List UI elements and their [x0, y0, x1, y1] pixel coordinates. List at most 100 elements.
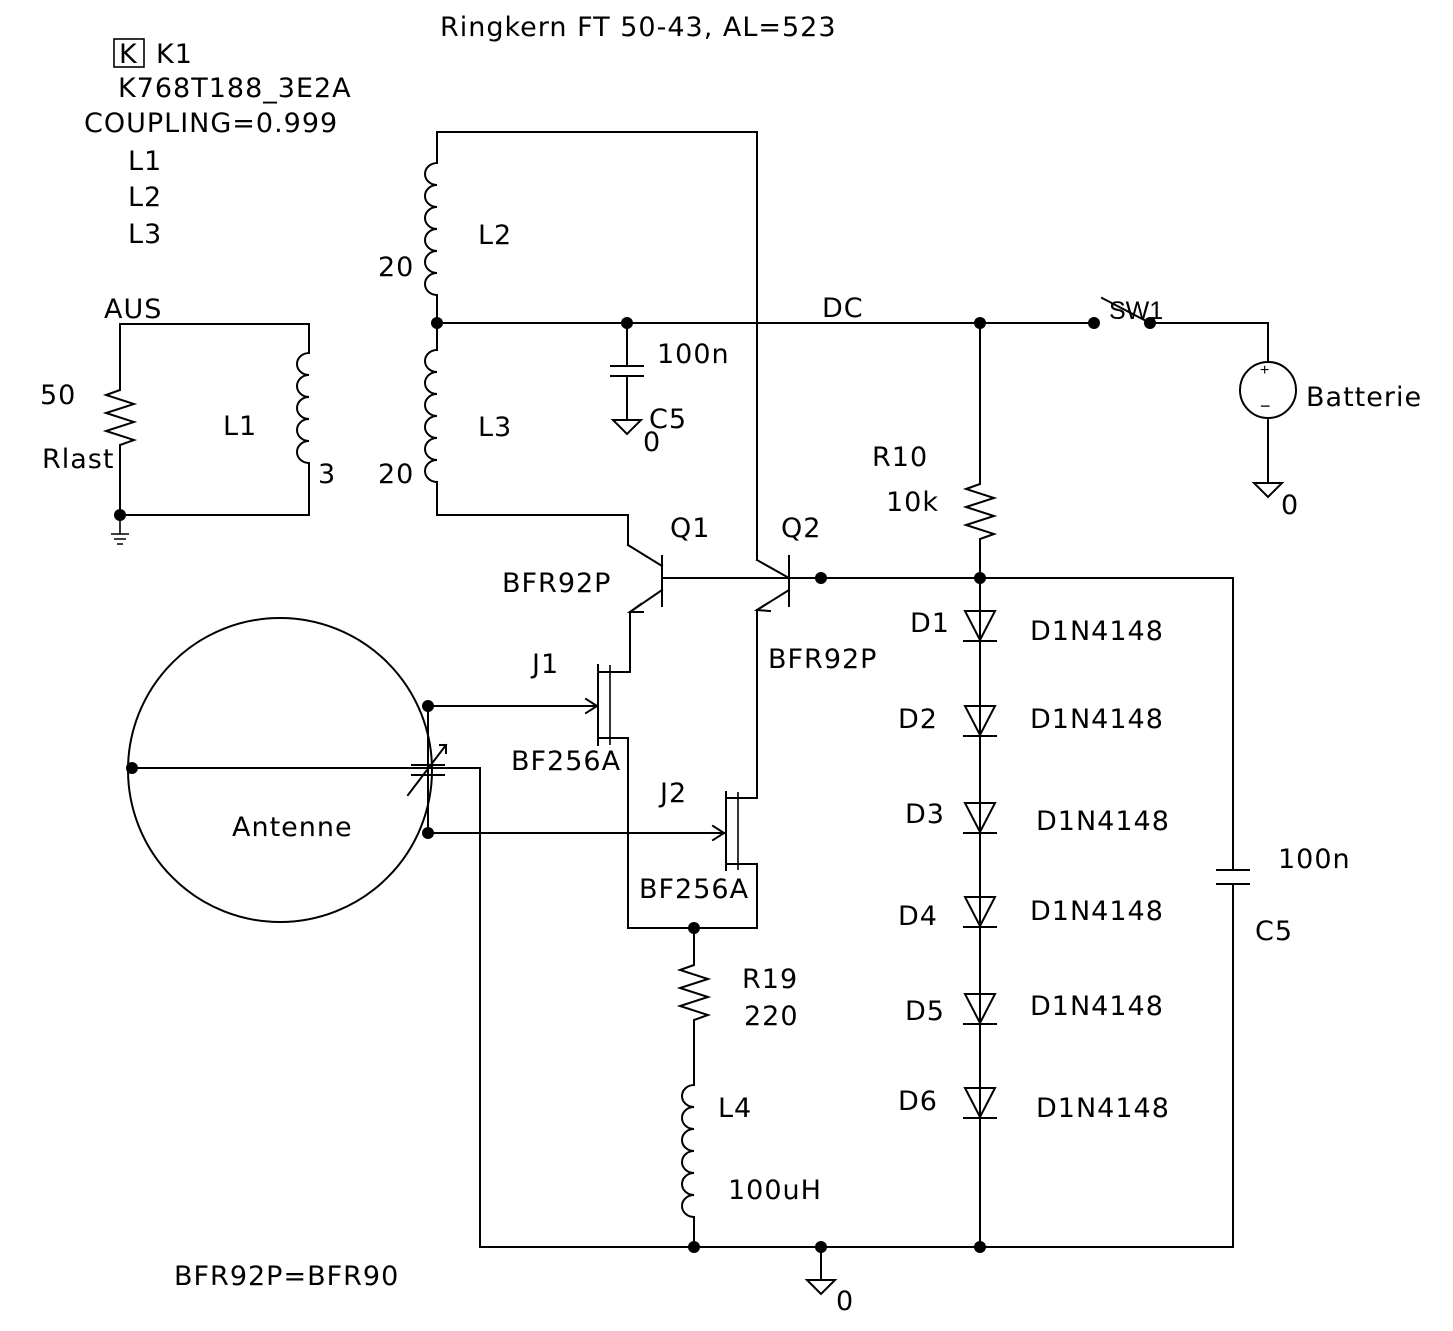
l1-inductor-icon [296, 351, 311, 489]
l2-ref: L2 [478, 220, 512, 251]
q2-ref: Q2 [781, 513, 821, 544]
r19-value: 220 [744, 1001, 799, 1032]
antenna-loop: Antenne [126, 617, 725, 1248]
c5-bypass-value: 100n [657, 339, 730, 370]
sw1-switch-icon[interactable] [1100, 296, 1152, 325]
diode-icon [963, 610, 997, 643]
coupling-inductor-3: L3 [128, 219, 162, 250]
diode-d2: D2 D1N4148 [898, 704, 1164, 738]
ground-label: 0 [836, 1286, 854, 1317]
battery-plus: + [1260, 362, 1269, 379]
q1-ref: Q1 [670, 513, 710, 544]
d2-model: D1N4148 [1030, 704, 1164, 735]
d2-ref: D2 [898, 704, 938, 735]
tuning-capacitor-icon[interactable] [406, 743, 448, 797]
diode-d3: D3 D1N4148 [905, 799, 1170, 837]
r10-value: 10k [886, 487, 939, 518]
ground-icon [610, 419, 644, 436]
d1-model: D1N4148 [1030, 616, 1164, 647]
r19-ref: R19 [742, 964, 798, 995]
j1-model: BF256A [511, 746, 621, 777]
d4-model: D1N4148 [1030, 896, 1164, 927]
d3-model: D1N4148 [1036, 806, 1170, 837]
footnote: BFR92P=BFR90 [174, 1261, 399, 1292]
primary-windings: 20 L2 20 L3 [378, 131, 758, 561]
d3-ref: D3 [905, 799, 945, 830]
rlast-resistor [102, 377, 310, 516]
ground-icon [1251, 482, 1285, 499]
schematic-title: Ringkern FT 50-43, AL=523 [440, 12, 837, 43]
diode-d5: D5 D1N4148 [905, 991, 1164, 1027]
net-label-dc: DC [822, 293, 864, 324]
diode-icon [963, 1087, 997, 1120]
j1-ref: J1 [530, 649, 559, 680]
l4-inductor-icon [681, 1083, 696, 1248]
diode-d4: D4 D1N4148 [898, 896, 1164, 932]
coupling-model: K768T188_3E2A [118, 73, 352, 104]
d6-model: D1N4148 [1036, 1093, 1170, 1124]
antenna-loop-icon [127, 617, 433, 923]
coupling-inductor-1: L1 [128, 146, 162, 177]
j1-jfet: J1 BF256A [511, 649, 629, 929]
sw1-ref: SW1 [1109, 297, 1163, 325]
l3-ref: L3 [478, 412, 512, 443]
diode-icon [963, 993, 997, 1026]
j2-jfet: J2 BF256A [627, 778, 758, 929]
diode-stack: D1 D1N4148 D2 D1N4148 D3 D1N4148 D4 D1N4… [898, 577, 1170, 1248]
r10-resistor-icon [962, 322, 998, 579]
ground-label: 0 [643, 427, 661, 458]
diode-icon [963, 705, 997, 738]
q1-emitter-arrow-icon [626, 602, 644, 613]
coupling-name: K1 [156, 39, 193, 70]
coupling-block: K K1 K768T188_3E2A COUPLING=0.999 L1 L2 … [84, 38, 352, 250]
c5-output-capacitor: 100n C5 [1216, 844, 1351, 1248]
antenna-label: Antenne [232, 812, 353, 843]
ground-label: 0 [1281, 490, 1299, 521]
ground-icon [804, 1279, 838, 1296]
battery-ref: Batterie [1306, 382, 1422, 413]
l2-inductor-icon [424, 161, 439, 324]
l2-value: 20 [378, 252, 414, 283]
d6-ref: D6 [898, 1086, 938, 1117]
l4-value: 100uH [728, 1175, 822, 1206]
source-network: R19 220 L4 100uH [676, 922, 822, 1248]
c5-bypass-ref: C5 [649, 404, 687, 435]
output-circuit: AUS 50 Rlast L1 3 [40, 294, 336, 545]
c5-bypass-capacitor-icon [610, 322, 644, 421]
d5-model: D1N4148 [1030, 991, 1164, 1022]
d1-ref: D1 [910, 608, 950, 639]
l1-ref: L1 [223, 411, 257, 442]
c5-output-value: 100n [1278, 844, 1351, 875]
d4-ref: D4 [898, 901, 938, 932]
diode-icon [963, 896, 997, 929]
j2-ref: J2 [658, 778, 687, 809]
sw1-contact-left [1088, 317, 1100, 329]
rlast-value: 50 [40, 380, 76, 411]
coupling-box-letter: K [119, 39, 138, 70]
rlast-ref: Rlast [42, 444, 114, 475]
q2-transistor: Q2 BFR92P [727, 513, 877, 799]
coupling-inductor-2: L2 [128, 182, 162, 213]
q1-model: BFR92P [502, 568, 611, 599]
ground-rail: 0 [688, 1241, 1234, 1317]
bias-network: R10 10k [661, 322, 1234, 871]
l3-value: 20 [378, 459, 414, 490]
l3-inductor-icon [424, 322, 629, 546]
battery-minus: − [1260, 396, 1271, 416]
l4-ref: L4 [718, 1093, 752, 1124]
diode-d6: D6 D1N4148 [898, 1086, 1170, 1124]
c5-output-ref: C5 [1255, 916, 1293, 947]
diode-d1: D1 D1N4148 [910, 608, 1164, 647]
dc-rail: DC SW1 100n C5 0 + − Batterie 0 [431, 293, 1422, 521]
coupling-box-icon [113, 38, 145, 68]
chassis-ground-icon [111, 515, 129, 545]
capacitor-icon [1216, 869, 1250, 1248]
r10-ref: R10 [872, 442, 928, 473]
coupling-factor: COUPLING=0.999 [84, 108, 338, 139]
l1-value: 3 [318, 459, 336, 490]
diode-icon [963, 802, 997, 835]
q2-model: BFR92P [768, 644, 877, 675]
q1-transistor: Q1 BFR92P [502, 513, 710, 673]
j2-model: BF256A [639, 874, 749, 905]
